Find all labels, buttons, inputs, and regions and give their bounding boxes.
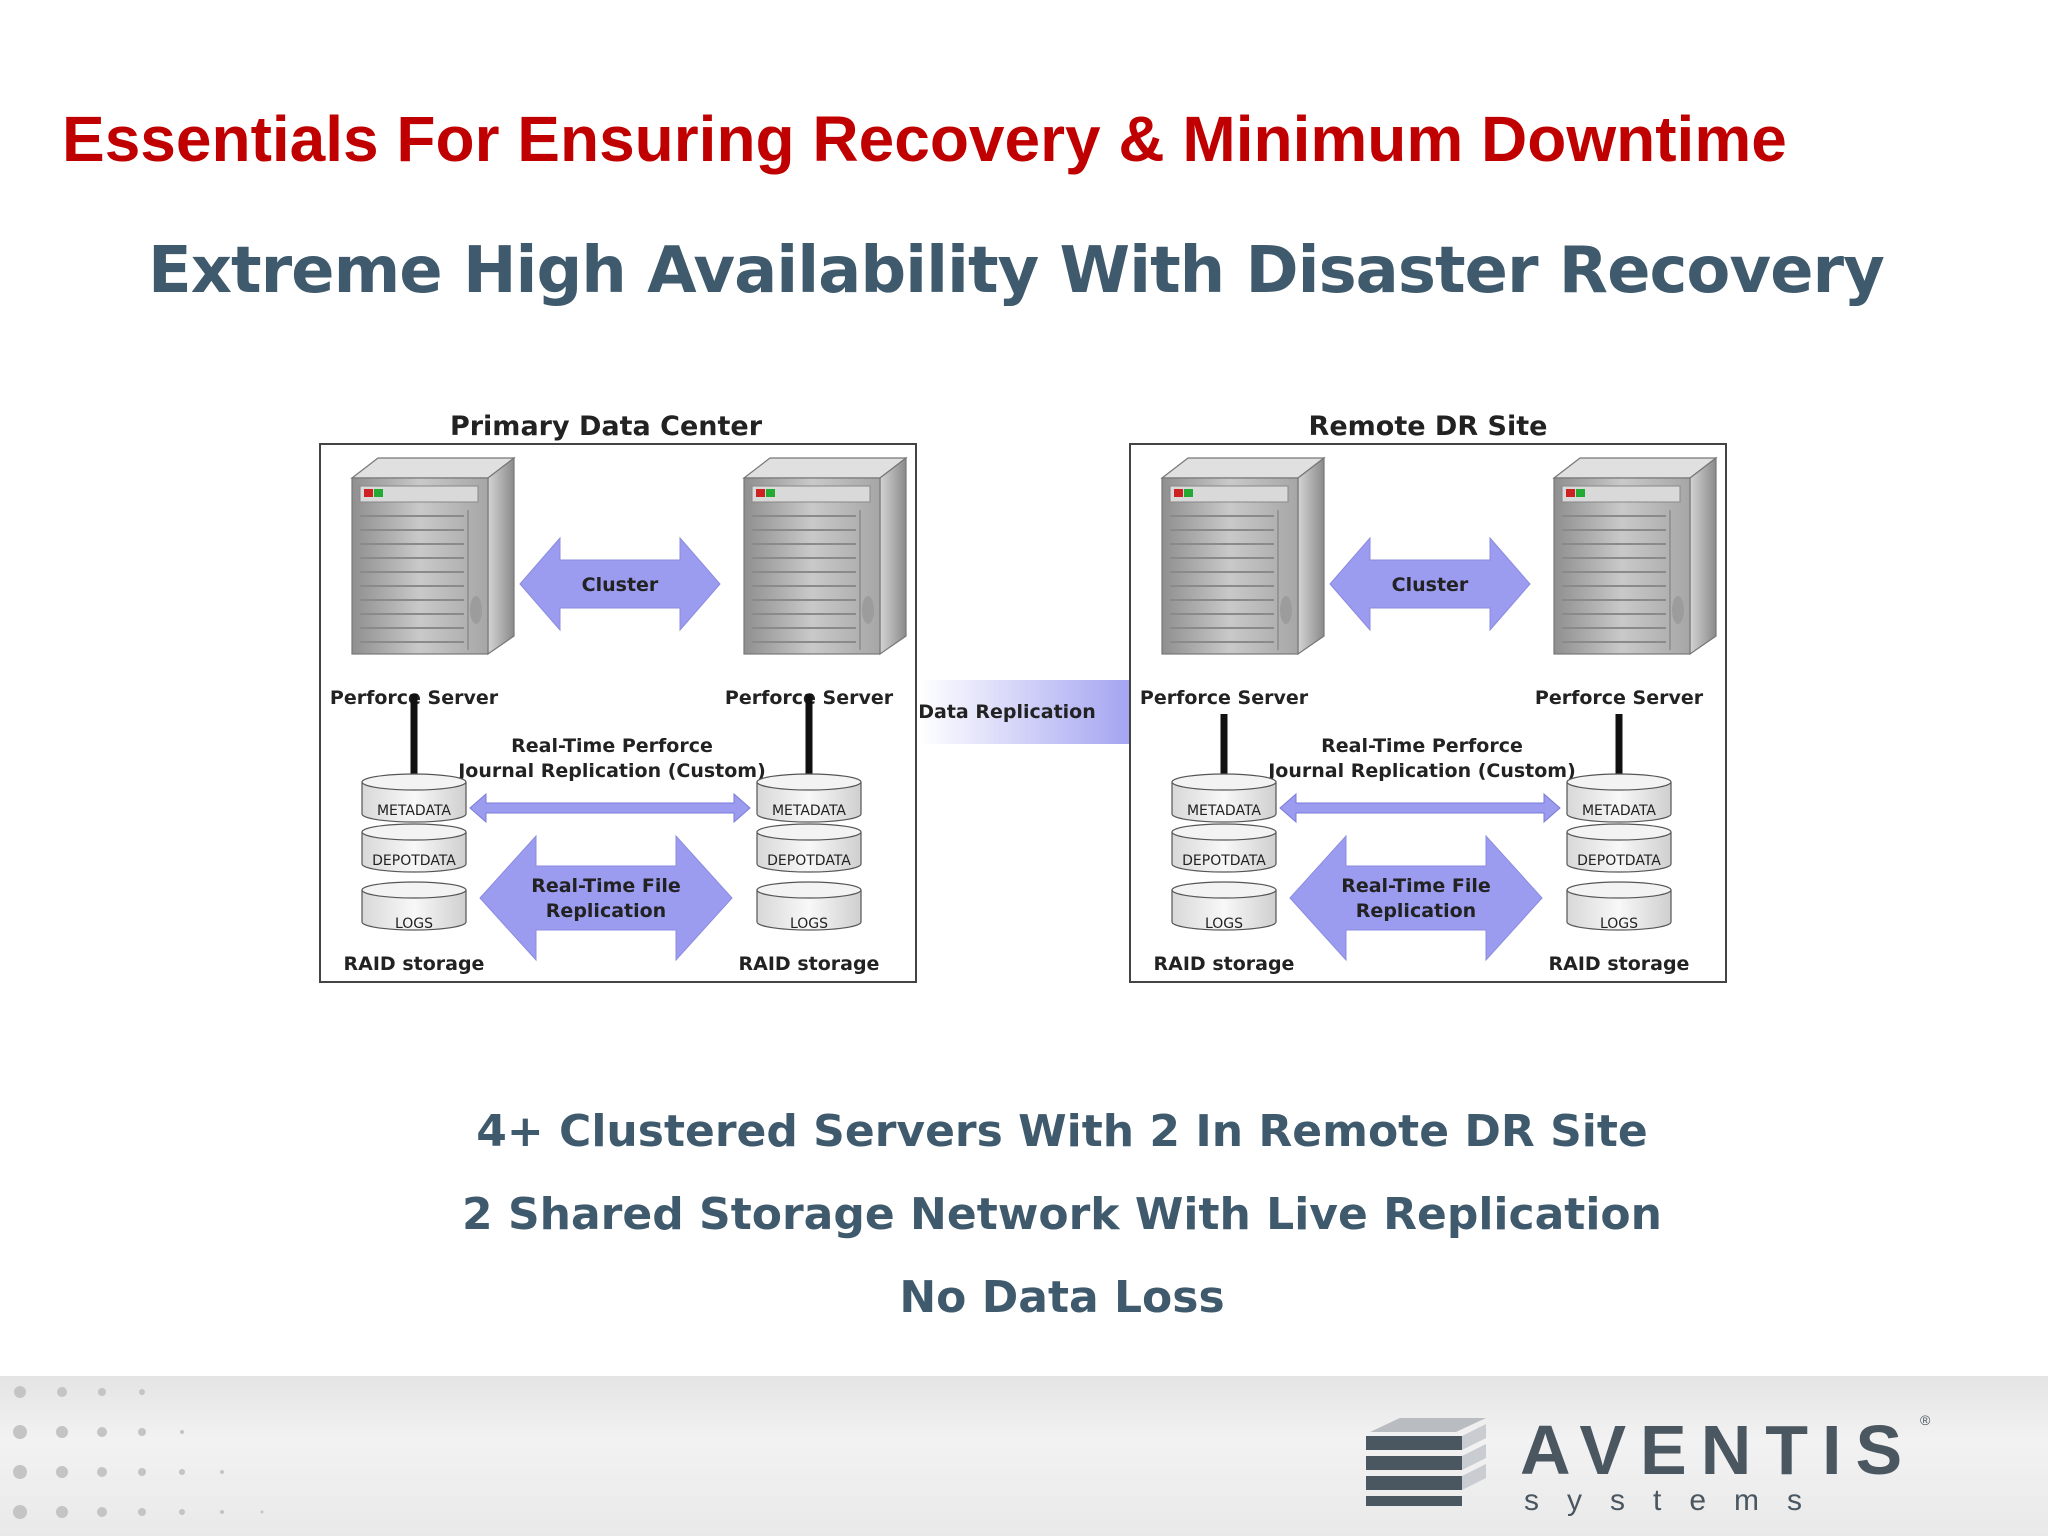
disk-logs-right: LOGS xyxy=(790,916,828,932)
server-icon xyxy=(1161,457,1325,655)
site-primary: Primary Data Center Cluster Perforce Ser… xyxy=(319,411,917,983)
journal-label-line1: Real-Time Perforce xyxy=(511,735,713,757)
diagram-canvas: Data Replication Primary Data Center Clu… xyxy=(319,411,1727,983)
site-title: Remote DR Site xyxy=(1309,411,1548,442)
disk-depotdata-left: DEPOTDATA xyxy=(1182,853,1266,869)
dot-pattern-icon xyxy=(13,1386,264,1519)
raid-label-right: RAID storage xyxy=(739,953,880,975)
storage-left xyxy=(1171,773,1277,931)
raid-label-left: RAID storage xyxy=(344,953,485,975)
file-replication-line1: Real-Time File xyxy=(531,875,681,897)
stack-logo-icon xyxy=(1366,1418,1486,1506)
disk-metadata-left: METADATA xyxy=(1187,803,1261,819)
slide-footer: AVENTIS ® systems xyxy=(0,1376,2048,1536)
slide-subtitle: Extreme High Availability With Disaster … xyxy=(148,234,1885,308)
summary-point: 2 Shared Storage Network With Live Repli… xyxy=(462,1189,1662,1240)
site-title: Primary Data Center xyxy=(450,411,763,442)
storage-right xyxy=(756,773,862,931)
server-icon xyxy=(1553,457,1717,655)
disk-depotdata-right: DEPOTDATA xyxy=(1577,853,1661,869)
summary-points: 4+ Clustered Servers With 2 In Remote DR… xyxy=(0,1090,2048,1339)
summary-point: 4+ Clustered Servers With 2 In Remote DR… xyxy=(476,1106,1648,1157)
data-replication-label: Data Replication xyxy=(918,701,1096,723)
disk-metadata-right: METADATA xyxy=(772,803,846,819)
cluster-label: Cluster xyxy=(1392,574,1469,596)
raid-label-right: RAID storage xyxy=(1549,953,1690,975)
logo-wordmark: AVENTIS xyxy=(1520,1411,1917,1489)
data-replication-arrow xyxy=(920,666,1150,758)
disk-logs-left: LOGS xyxy=(395,916,433,932)
file-replication-line2: Replication xyxy=(546,900,666,922)
journal-label-line2: Journal Replication (Custom) xyxy=(456,760,766,782)
disk-depotdata-left: DEPOTDATA xyxy=(372,853,456,869)
replication-diagram: Data Replication Primary Data Center Clu… xyxy=(300,398,1760,998)
server-label-right: Perforce Server xyxy=(1535,687,1704,709)
file-replication-line1: Real-Time File xyxy=(1341,875,1491,897)
company-logo: AVENTIS ® systems xyxy=(1360,1406,1940,1526)
disk-metadata-left: METADATA xyxy=(377,803,451,819)
raid-label-left: RAID storage xyxy=(1154,953,1295,975)
storage-right xyxy=(1566,773,1672,931)
disk-logs-right: LOGS xyxy=(1600,916,1638,932)
disk-logs-left: LOGS xyxy=(1205,916,1243,932)
cluster-label: Cluster xyxy=(582,574,659,596)
site-remote: Remote DR Site Cluster Perforce Server P… xyxy=(1129,411,1727,983)
storage-left xyxy=(361,773,467,931)
file-replication-line2: Replication xyxy=(1356,900,1476,922)
summary-point: No Data Loss xyxy=(899,1272,1225,1323)
disk-depotdata-right: DEPOTDATA xyxy=(767,853,851,869)
disk-metadata-right: METADATA xyxy=(1582,803,1656,819)
server-icon xyxy=(351,457,515,655)
journal-label-line1: Real-Time Perforce xyxy=(1321,735,1523,757)
logo-tagline: systems xyxy=(1524,1484,1831,1517)
registered-mark: ® xyxy=(1920,1412,1931,1428)
server-icon xyxy=(743,457,907,655)
server-label-left: Perforce Server xyxy=(1140,687,1309,709)
slide-title: Essentials For Ensuring Recovery & Minim… xyxy=(62,103,1787,175)
journal-label-line2: Journal Replication (Custom) xyxy=(1266,760,1576,782)
